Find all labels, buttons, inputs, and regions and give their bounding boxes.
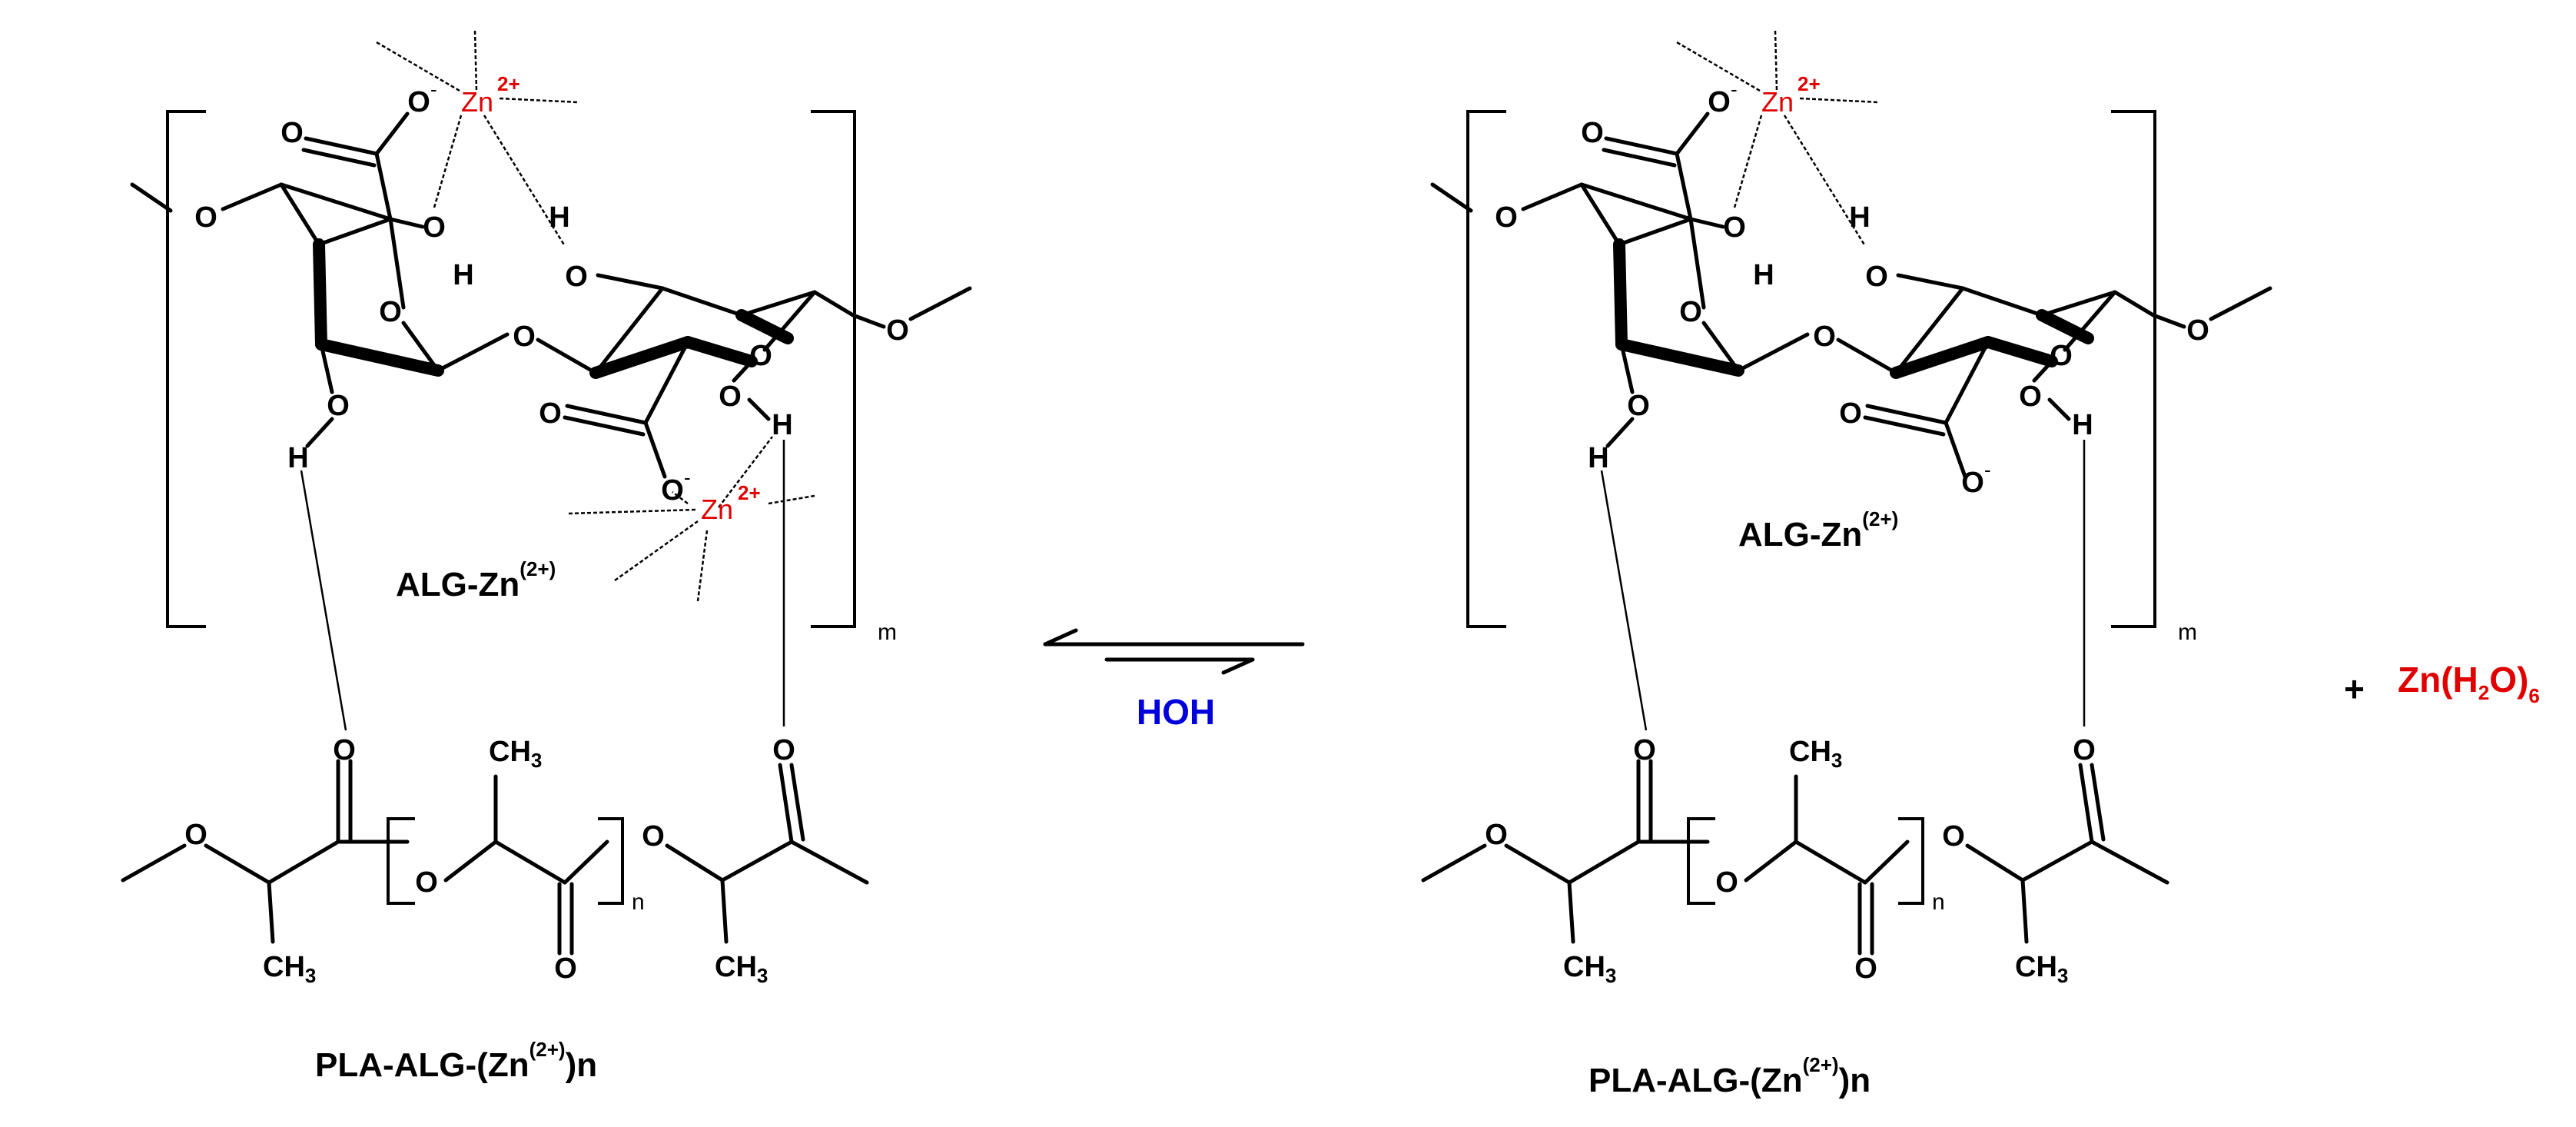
atom-o: O — [1708, 86, 1731, 118]
atom-o: O — [333, 734, 356, 766]
atom-o: O — [1813, 321, 1836, 353]
charge-minus: - — [1731, 78, 1738, 101]
methyl-group: CH3 — [2015, 951, 2068, 987]
atom-o: O — [1854, 952, 1877, 985]
zinc-charge-top: 2+ — [1798, 72, 1821, 95]
atom-o: O — [513, 321, 536, 353]
atom-o: O — [772, 734, 795, 766]
atom-labels-right: O O O - O H O O H O H O O O - O O H O Zn… — [1485, 72, 2209, 987]
repeat-index-n: n — [1932, 889, 1945, 915]
zinc-ion-bottom: Zn — [701, 494, 733, 525]
atom-o: O — [539, 397, 562, 430]
atom-h: H — [453, 259, 473, 291]
methyl-group: CH3 — [1563, 951, 1616, 987]
methyl-group: CH3 — [489, 736, 542, 772]
pla-alg-zn-label-right: PLA-ALG-(Zn(2+))n — [1588, 1053, 1871, 1099]
zinc-coordination-top — [376, 30, 579, 247]
repeat-index-m: m — [878, 620, 897, 645]
zinc-coordination-bottom — [568, 436, 815, 602]
mannuronate-ring — [536, 273, 972, 479]
zinc-charge-bottom: 2+ — [738, 481, 761, 504]
methyl-group: CH3 — [715, 951, 768, 987]
zinc-ion-top: Zn — [461, 86, 493, 118]
equilibrium-arrow — [1043, 628, 1305, 675]
atom-h: H — [772, 409, 792, 441]
pla-alg-zn-label-left: PLA-ALG-(Zn(2+))n — [315, 1038, 597, 1084]
charge-minus: - — [684, 466, 691, 489]
charge-minus: - — [430, 78, 437, 101]
repeat-index-n: n — [632, 889, 645, 915]
atom-o: O — [1723, 211, 1746, 244]
right-complex-pla-alg-zn: m — [1421, 30, 2272, 1099]
atom-o: O — [379, 296, 402, 328]
atom-o: O — [1839, 397, 1862, 430]
mannuronate-ring — [1836, 273, 2272, 479]
zinc-coordination-top — [1676, 30, 1879, 247]
atom-o: O — [1679, 296, 1702, 328]
atom-o: O — [1715, 866, 1738, 899]
atom-h: H — [1588, 442, 1608, 474]
zinc-ion-top: Zn — [1761, 86, 1794, 118]
pla-chain — [121, 759, 869, 956]
atom-o: O — [407, 86, 430, 118]
atom-o: O — [1961, 467, 1984, 499]
atom-o: O — [184, 819, 207, 851]
guluronate-ring — [1430, 111, 1810, 448]
atom-o: O — [1495, 201, 1518, 234]
alg-zn-label-left: ALG-Zn(2+) — [396, 557, 556, 603]
zinc-charge-top: 2+ — [497, 72, 520, 95]
atom-o: O — [2050, 340, 2073, 372]
atom-labels-left: O O O - O H O O H O H O O O - O O H O Zn… — [184, 72, 909, 987]
methyl-group: CH3 — [263, 951, 316, 987]
plus-sign: + — [2344, 669, 2365, 709]
atom-o: O — [2186, 314, 2209, 347]
atom-o: O — [1633, 734, 1656, 766]
atom-o: O — [281, 117, 304, 149]
atom-o: O — [1581, 117, 1604, 149]
atom-o: O — [1865, 261, 1888, 293]
zinc-hexaaqua-product: Zn(H2O)6 — [2398, 660, 2540, 707]
bracket-left — [166, 110, 206, 628]
atom-o: O — [1627, 390, 1650, 422]
atom-o: O — [327, 390, 350, 422]
atom-o: O — [719, 381, 742, 413]
atom-o: O — [1485, 819, 1508, 851]
atom-o: O — [642, 820, 665, 853]
left-complex-pla-alg-zn: m — [121, 30, 972, 1084]
atom-o: O — [415, 866, 438, 899]
atom-h: H — [1753, 259, 1774, 291]
atom-h: H — [2072, 409, 2093, 441]
atom-o: O — [1942, 820, 1965, 853]
atom-o: O — [194, 201, 217, 234]
bracket-right — [811, 110, 856, 628]
atom-h: H — [287, 442, 308, 474]
atom-o: O — [554, 952, 577, 985]
atom-o: O — [2019, 381, 2042, 413]
atom-o: O — [886, 314, 909, 347]
atom-o: O — [423, 211, 446, 244]
pla-chain — [1421, 759, 2169, 956]
atom-o: O — [565, 261, 588, 293]
atom-o: O — [749, 340, 772, 372]
atom-o: O — [661, 474, 684, 507]
atom-o: O — [2073, 734, 2096, 766]
atom-h: H — [1849, 201, 1870, 234]
hbond-left — [300, 470, 347, 731]
charge-minus: - — [1984, 458, 1991, 481]
guluronate-ring — [130, 111, 510, 448]
atom-h: H — [549, 201, 569, 234]
repeat-index-m: m — [2178, 620, 2197, 645]
alg-zn-label-right: ALG-Zn(2+) — [1738, 507, 1898, 554]
methyl-group: CH3 — [1789, 736, 1842, 772]
reagent-water: HOH — [1137, 692, 1215, 732]
